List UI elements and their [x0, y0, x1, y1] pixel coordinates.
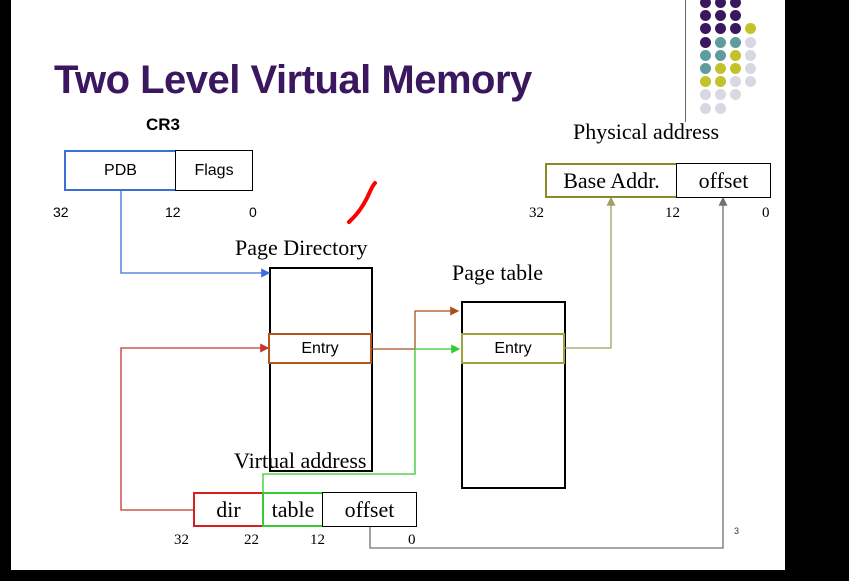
decorative-dot: [730, 89, 741, 101]
base-arrow: [564, 196, 616, 349]
decorative-dot: [715, 76, 726, 88]
page-table-entry: Entry: [461, 333, 565, 364]
dir-arrow: [120, 343, 270, 511]
decorative-dot: [715, 102, 726, 114]
physical-bit-32: 32: [529, 205, 544, 221]
flags-field: Flags: [175, 150, 253, 191]
pen-mark: [347, 181, 377, 224]
virtual-bit-0: 0: [408, 532, 416, 548]
table-arrow: [262, 344, 461, 510]
diagram-arrows: [120, 181, 728, 549]
decorative-dot: [730, 49, 741, 61]
table-field: table: [262, 492, 324, 527]
pde-arrow: [371, 306, 460, 350]
decorative-dot: [745, 36, 756, 48]
decorative-dot: [700, 0, 711, 8]
decorative-dot: [715, 63, 726, 74]
cr3-label: CR3: [146, 115, 181, 134]
decorative-dot: [700, 10, 711, 22]
cr3-bit-32: 32: [53, 204, 69, 220]
decorative-dot: [730, 23, 741, 35]
decorative-dot: [730, 63, 741, 74]
virtual-bit-32: 32: [174, 532, 189, 548]
cr3-bit-0: 0: [249, 204, 257, 220]
decorative-dot: [700, 36, 711, 48]
decorative-dot: [715, 23, 726, 35]
decorative-dot: [715, 10, 726, 22]
virtual-bit-22: 22: [244, 532, 259, 548]
decorative-dot: [745, 49, 756, 61]
slide-title: Two Level Virtual Memory: [54, 58, 532, 102]
decorative-dot: [715, 0, 726, 8]
cr3-bit-12: 12: [165, 204, 181, 220]
decorative-dot: [700, 63, 711, 74]
decorative-dot: [745, 76, 756, 88]
physical-bit-0: 0: [762, 205, 770, 221]
decorative-divider: [685, 0, 686, 122]
dir-field: dir: [193, 492, 264, 527]
decorative-dot: [700, 102, 711, 114]
page-directory-box: [269, 267, 373, 472]
slide: Two Level Virtual Memory CR3 PDB Fla: [11, 0, 785, 570]
decorative-dot: [715, 36, 726, 48]
physical-offset-field: offset: [676, 163, 771, 198]
page-table-box: [461, 301, 566, 489]
pdb-field: PDB: [64, 150, 177, 191]
decorative-dot: [700, 89, 711, 101]
decorative-dot: [730, 76, 741, 88]
page-directory-label: Page Directory: [235, 235, 368, 260]
decorative-dot: [700, 23, 711, 35]
page-number: 3: [734, 526, 740, 536]
page-table-label: Page table: [452, 260, 544, 285]
page-directory-entry: Entry: [268, 333, 372, 364]
offset-arrow: [369, 196, 728, 549]
decorative-dot: [700, 76, 711, 88]
decorative-dot: [715, 49, 726, 61]
virtual-address-label: Virtual address: [234, 448, 367, 473]
physical-bit-12: 12: [665, 205, 680, 221]
base-addr-field: Base Addr.: [545, 163, 678, 198]
physical-address-label: Physical address: [573, 119, 720, 144]
pdb-arrow: [120, 191, 271, 278]
virtual-bit-12: 12: [310, 532, 325, 548]
decorative-dot: [700, 49, 711, 61]
decorative-dot: [730, 36, 741, 48]
decorative-dot: [745, 63, 756, 74]
decorative-dot: [730, 10, 741, 22]
virtual-offset-field: offset: [322, 492, 417, 527]
decorative-dot: [715, 89, 726, 101]
decorative-dot: [730, 0, 741, 8]
decorative-dot: [745, 23, 756, 35]
